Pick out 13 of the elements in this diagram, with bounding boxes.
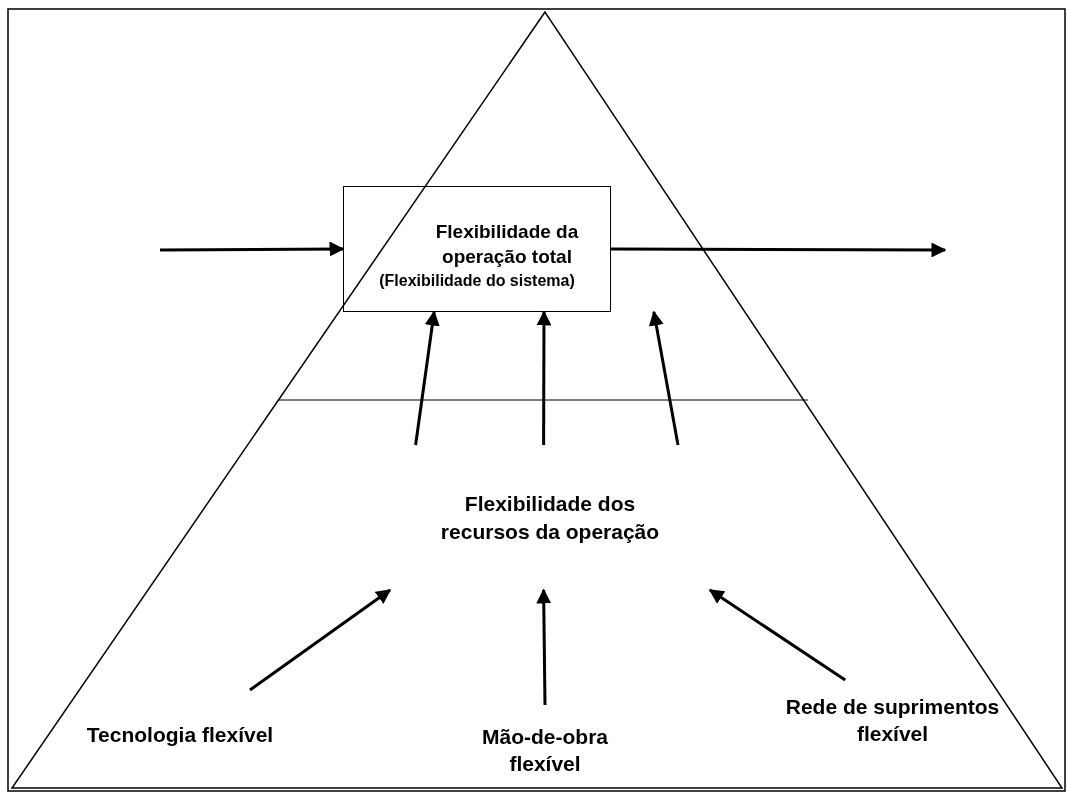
arrow [648,310,680,446]
level-label: Flexibilidade dos recursos da operação [390,445,710,590]
arrow [249,588,392,692]
arrow [536,588,552,706]
arrow [536,310,552,445]
arrow [160,241,345,257]
node-label: Tecnologia flexível [80,690,280,780]
arrow [708,588,847,682]
node-label: Rede de suprimentos flexível [785,680,1000,760]
arrow [611,242,947,258]
arrow [414,310,440,446]
process-box: Flexibilidade da operação total (Flexibilidade do sistema) [343,186,611,312]
node-label: Mão-de-obra flexível [455,705,635,795]
